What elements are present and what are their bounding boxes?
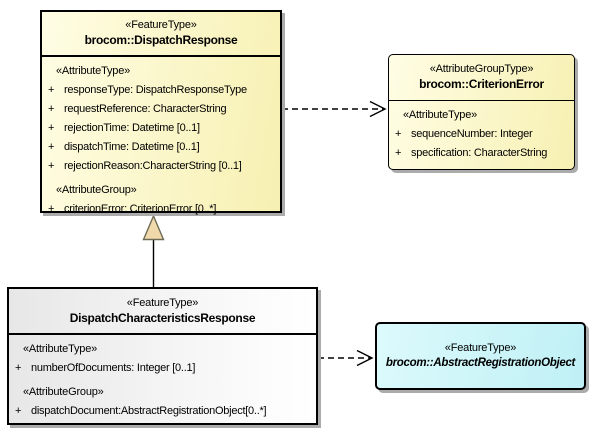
attribute-text: dispatchTime: Datetime [0..1] <box>64 141 200 153</box>
attribute-text: rejectionTime: Datetime [0..1] <box>64 122 200 134</box>
attributes-compartment: «AttributeType» + responseType: Dispatch… <box>42 57 280 219</box>
class-dispatch-response[interactable]: «FeatureType» brocom::DispatchResponse «… <box>40 10 282 215</box>
attribute-text: specification: CharacterString <box>411 147 548 159</box>
visibility-marker: + <box>48 103 55 115</box>
attribute-text: sequenceNumber: Integer <box>411 128 533 140</box>
section-heading: «AttributeGroup» <box>23 386 104 398</box>
class-name: DispatchCharacteristicsResponse <box>69 310 256 325</box>
visibility-marker: + <box>395 128 402 140</box>
section-heading: «AttributeType» <box>403 109 478 121</box>
attribute-row[interactable]: + criterionError: CriterionError [0..*] <box>42 200 280 219</box>
class-name: brocom::CriterionError <box>419 77 544 91</box>
generalization-arrow[interactable] <box>142 214 165 287</box>
attribute-text: numberOfDocuments: Integer [0..1] <box>31 362 196 374</box>
attribute-row[interactable]: + responseType: DispatchResponseType <box>42 81 280 100</box>
dependency-arrow-criterion-error[interactable] <box>282 100 387 118</box>
attributes-compartment: «AttributeType» + numberOfDocuments: Int… <box>9 335 316 421</box>
attribute-row[interactable]: + sequenceNumber: Integer <box>389 125 574 144</box>
class-name: brocom::DispatchResponse <box>84 33 238 47</box>
class-criterion-error[interactable]: «AttributeGroupType» brocom::CriterionEr… <box>388 54 575 170</box>
stereotype-label: «FeatureType» <box>126 296 199 309</box>
stereotype-label: «AttributeGroupType» <box>429 63 534 75</box>
attribute-text: responseType: DispatchResponseType <box>64 84 247 96</box>
visibility-marker: + <box>48 141 55 153</box>
attribute-text: requestReference: CharacterString <box>64 103 227 115</box>
class-name: brocom::AbstractRegistrationObject <box>385 356 576 369</box>
class-header: «FeatureType» brocom::AbstractRegistrati… <box>377 324 584 388</box>
section-heading: «AttributeType» <box>56 65 131 77</box>
class-header: «FeatureType» brocom::DispatchResponse <box>42 12 280 57</box>
stereotype-label: «FeatureType» <box>444 341 517 354</box>
section-heading: «AttributeType» <box>23 343 98 355</box>
section-heading: «AttributeGroup» <box>56 184 137 196</box>
visibility-marker: + <box>15 405 22 417</box>
visibility-marker: + <box>48 203 55 215</box>
attribute-row[interactable]: + rejectionReason:CharacterString [0..1] <box>42 157 280 176</box>
visibility-marker: + <box>48 84 55 96</box>
class-header: «FeatureType» DispatchCharacteristicsRes… <box>9 289 316 335</box>
visibility-marker: + <box>48 122 55 134</box>
attribute-row[interactable]: + dispatchDocument:AbstractRegistrationO… <box>9 402 316 421</box>
visibility-marker: + <box>48 160 55 172</box>
attribute-text: dispatchDocument:AbstractRegistrationObj… <box>31 405 267 417</box>
attribute-row[interactable]: + specification: CharacterString <box>389 144 574 163</box>
attribute-row[interactable]: + rejectionTime: Datetime [0..1] <box>42 119 280 138</box>
attribute-row[interactable]: + requestReference: CharacterString <box>42 100 280 119</box>
stereotype-label: «FeatureType» <box>125 19 197 31</box>
attributes-compartment: «AttributeType» + sequenceNumber: Intege… <box>389 101 574 163</box>
class-abstract-registration-object[interactable]: «FeatureType» brocom::AbstractRegistrati… <box>375 322 586 390</box>
attribute-row[interactable]: + dispatchTime: Datetime [0..1] <box>42 138 280 157</box>
dependency-arrow-abstract-registration-object[interactable] <box>318 349 374 367</box>
class-dispatch-characteristics-response[interactable]: «FeatureType» DispatchCharacteristicsRes… <box>7 287 318 425</box>
attribute-text: rejectionReason:CharacterString [0..1] <box>64 160 242 172</box>
attribute-row[interactable]: + numberOfDocuments: Integer [0..1] <box>9 359 316 378</box>
class-header: «AttributeGroupType» brocom::CriterionEr… <box>389 55 574 101</box>
attribute-text: criterionError: CriterionError [0..*] <box>64 203 217 215</box>
visibility-marker: + <box>395 147 402 159</box>
visibility-marker: + <box>15 362 22 374</box>
